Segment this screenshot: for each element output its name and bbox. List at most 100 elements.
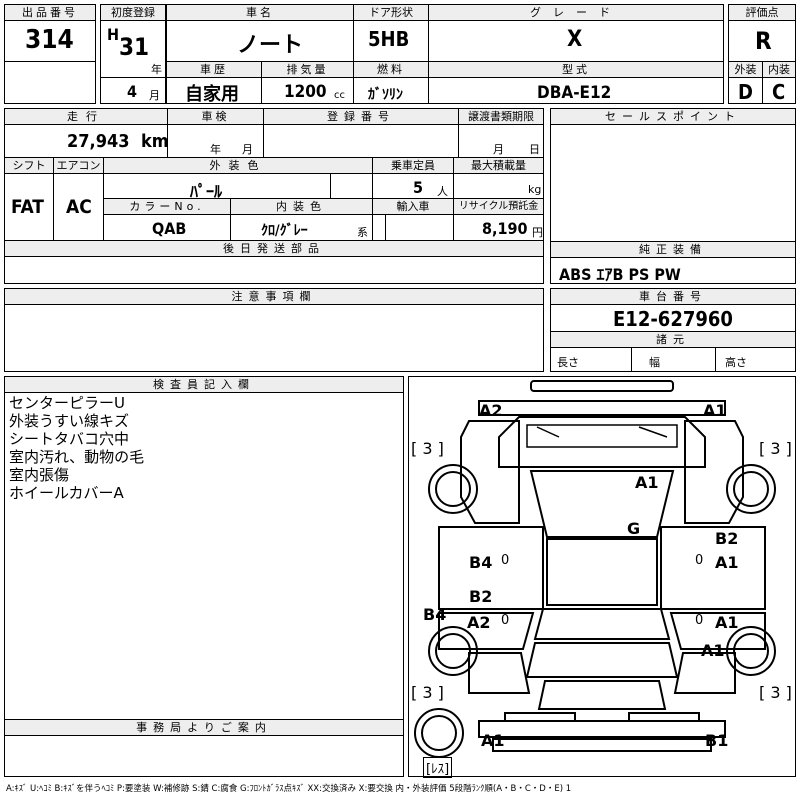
score-cell: 評価点 R [728, 4, 796, 62]
inspector-note: センターピラーU [9, 394, 125, 412]
interior-color-label: 内装色 [231, 199, 372, 215]
score-label: 評価点 [729, 5, 795, 21]
tire-tread-mark: [ 3 ] [759, 439, 792, 458]
damage-mark: A1 [715, 553, 739, 572]
fuel-cell: 燃料 ｶﾞｿﾘﾝ [353, 61, 429, 104]
exterior-color-cell: 外装色 ﾊﾟｰﾙ [103, 157, 373, 201]
vehicle-details: 走行 27,943 km 車検 年 月 登録番号 譲渡書類期限 月 日 シフト … [4, 108, 544, 284]
chassis-number-label: 車台番号 [551, 289, 795, 305]
spec-label: 諸元 [551, 332, 795, 348]
caution-cell: 注意事項欄 [4, 288, 544, 372]
month-unit: 月 [149, 89, 160, 102]
mileage-label: 走行 [5, 109, 167, 125]
inspector-note: 室内張傷 [9, 466, 70, 484]
registration-number-cell: 登録番号 [263, 108, 459, 158]
capacity-unit: 人 [437, 185, 448, 198]
grade-label: グレード [429, 5, 723, 21]
inspector-notes-list: センターピラーU 外装うすい線キズ シートタバコ穴中 室内汚れ、動物の毛 室内張… [9, 394, 144, 502]
model-value: DBA-E12 [537, 83, 612, 103]
color-number-value: QAB [152, 219, 187, 238]
exterior-grade-value: D [738, 80, 753, 104]
car-outline-drawing [414, 380, 776, 758]
inspector-notes-cell: 検査員記入欄 センターピラーU 外装うすい線キズ シートタバコ穴中 室内汚れ、動… [4, 376, 404, 720]
spec-cell: 諸元 長さ 幅 高さ [550, 331, 796, 372]
color-number-label: カラーNo. [104, 199, 230, 215]
model-label: 型式 [429, 62, 723, 78]
inspection-year-unit: 年 [210, 143, 221, 156]
interior-color-unit: 系 [357, 226, 368, 239]
color-number-cell: カラーNo. QAB [103, 198, 231, 241]
door-handle-mark: 0 [501, 553, 510, 568]
length-label: 長さ [557, 356, 579, 369]
width-label: 幅 [649, 356, 660, 369]
lot-blank-cell [4, 61, 96, 104]
month-value: 4 [127, 82, 138, 101]
displacement-label: 排気量 [262, 62, 353, 78]
inspection-month-unit: 月 [242, 143, 253, 156]
shift-cell: シフト FAT [4, 157, 54, 241]
legend-text: A:ｷｽﾞ U:ﾍｺﾐ B:ｷｽﾞを伴うﾍｺﾐ P:要塗装 W:補修跡 S:錆 … [6, 784, 572, 794]
chassis-number-cell: 車台番号 E12-627960 [550, 288, 796, 332]
tire-tread-mark: [ 3 ] [411, 439, 444, 458]
equipment-label: 純正装備 [551, 242, 795, 258]
history-label: 車歴 [167, 62, 261, 78]
interior-grade-label: 内装 [763, 62, 795, 78]
car-name-cell: 車名 ノート [166, 4, 354, 62]
interior-color-value: ｸﾛ/ｸﾞﾚｰ [261, 223, 308, 239]
door-handle-mark: 0 [501, 613, 510, 628]
transfer-deadline-label: 譲渡書類期限 [459, 109, 543, 125]
capacity-value: 5 [413, 178, 424, 197]
import-cell: 輸入車 [372, 198, 454, 241]
sales-point-label: セールスポイント [551, 109, 795, 125]
capacity-cell: 乗車定員 5 人 [372, 157, 454, 199]
capacity-label: 乗車定員 [373, 158, 453, 174]
damage-mark: B1 [705, 731, 729, 750]
inspection-label: 車検 [168, 109, 263, 125]
year-value: 31 [119, 33, 150, 61]
mileage-unit: km [141, 131, 169, 152]
inspector-note: 室内汚れ、動物の毛 [9, 448, 145, 466]
exterior-grade-cell: 外装 D [728, 61, 763, 104]
displacement-value: 1200 [284, 82, 327, 102]
exterior-color-value: ﾊﾟｰﾙ [190, 182, 223, 201]
damage-mark: A2 [479, 401, 503, 420]
door-type-cell: ドア形状 5HB [353, 4, 429, 62]
later-parts-label: 後日発送部品 [5, 241, 543, 257]
door-handle-mark: 0 [695, 613, 704, 628]
fuel-value: ｶﾞｿﾘﾝ [368, 87, 403, 103]
lot-number-cell: 出品番号 314 [4, 4, 96, 62]
shift-value: FAT [11, 196, 44, 218]
exterior-color-label: 外装色 [104, 158, 372, 174]
door-type-value: 5HB [368, 27, 410, 51]
transfer-day-unit: 日 [529, 143, 540, 156]
damage-mark: B4 [423, 605, 447, 624]
first-registration-cell: 初度登録 H 31 年 4 月 [100, 4, 166, 104]
header-sheet: 出品番号 314 初度登録 H 31 年 4 月 車名 ノート ドア形状 5HB… [4, 4, 796, 105]
import-label: 輸入車 [373, 199, 453, 215]
displacement-cell: 排気量 1200 cc [261, 61, 354, 104]
aircon-label: エアコン [54, 158, 103, 174]
door-handle-mark: 0 [695, 553, 704, 568]
damage-mark: B2 [469, 587, 493, 606]
caution-label: 注意事項欄 [5, 289, 543, 305]
interior-color-cell: 内装色 ｸﾛ/ｸﾞﾚｰ 系 [230, 198, 373, 241]
door-type-label: ドア形状 [354, 5, 428, 21]
aircon-value: AC [66, 196, 92, 218]
damage-mark: A1 [703, 401, 727, 420]
inspection-cell: 車検 年 月 [167, 108, 264, 158]
lot-number-value: 314 [25, 25, 74, 55]
chassis-number-value: E12-627960 [613, 307, 733, 331]
damage-mark: A1 [701, 641, 725, 660]
fuel-label: 燃料 [354, 62, 428, 78]
equipment-value: ABS ｴｱB PS PW [559, 265, 681, 284]
registration-number-label: 登録番号 [264, 109, 458, 125]
damage-diagram: A2 A1 A1 G B2 A1 B4 B2 A2 B4 A1 A1 A1 B1… [408, 376, 796, 778]
aircon-cell: エアコン AC [53, 157, 104, 241]
interior-grade-value: C [772, 80, 786, 104]
first-registration-label: 初度登録 [101, 5, 165, 21]
car-name-value: ノート [237, 33, 304, 58]
inspector-notes-label: 検査員記入欄 [5, 377, 403, 393]
spare-tire-label: [ﾚｽ] [423, 757, 453, 778]
later-parts-cell: 後日発送部品 [4, 240, 544, 284]
transfer-deadline-cell: 譲渡書類期限 月 日 [458, 108, 544, 158]
